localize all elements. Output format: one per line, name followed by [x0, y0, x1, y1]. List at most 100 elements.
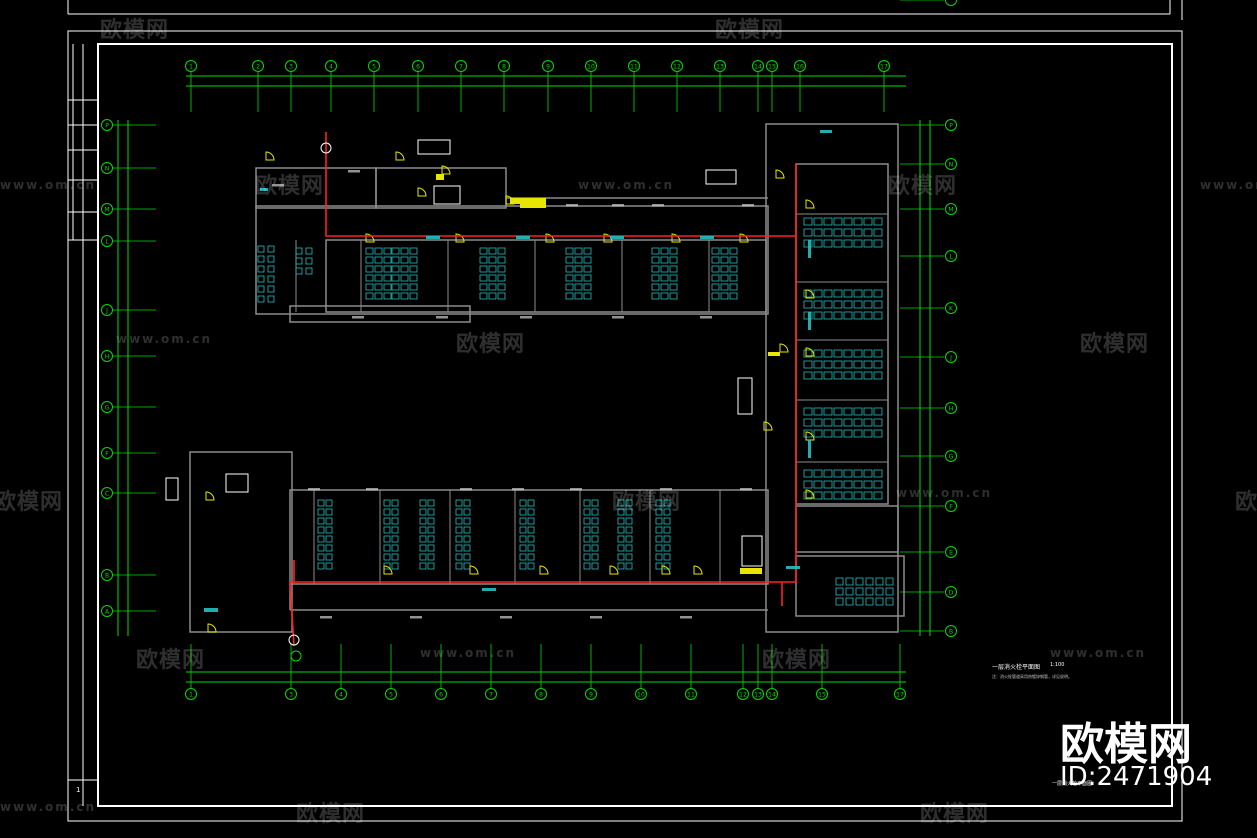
desk [391, 283, 400, 291]
window-code-mark [566, 204, 578, 207]
desk [583, 265, 592, 273]
building-walls [189, 123, 905, 633]
door-swing [763, 421, 773, 431]
desk [813, 239, 823, 248]
desk [565, 292, 574, 300]
axis-label: 14 [768, 692, 776, 699]
desk [873, 289, 883, 298]
desk [305, 257, 313, 265]
axis-bubble [752, 688, 764, 700]
drawing-frame [67, 0, 1183, 822]
desk [625, 553, 633, 561]
axis-bubble [101, 203, 113, 215]
desk [885, 577, 894, 586]
watermark-url: www.om.cn [896, 486, 993, 500]
axis-bubble [714, 60, 726, 72]
desk [863, 469, 873, 478]
desk [583, 256, 592, 264]
desk [729, 274, 738, 282]
desk [267, 275, 275, 283]
desk [660, 283, 669, 291]
desk [455, 562, 463, 570]
desk [833, 360, 843, 369]
axis-label: 10 [637, 692, 645, 699]
desk [669, 265, 678, 273]
desk [365, 265, 374, 273]
desk [317, 517, 325, 525]
desk [720, 274, 729, 282]
desk [400, 247, 409, 255]
desk [455, 553, 463, 561]
plan-annotation-text [204, 130, 832, 619]
door-swing [265, 151, 275, 161]
desk [669, 283, 678, 291]
desk [383, 526, 391, 534]
desk [835, 577, 844, 586]
room-partitions [295, 213, 888, 584]
desk [655, 562, 663, 570]
desk [873, 429, 883, 438]
desk [455, 508, 463, 516]
axis-bubble [285, 60, 297, 72]
desk [625, 499, 633, 507]
desk [479, 247, 488, 255]
desk [823, 300, 833, 309]
desk [317, 499, 325, 507]
door-panel [436, 174, 444, 180]
desk [463, 499, 471, 507]
desk [527, 535, 535, 543]
axis-bubble [542, 60, 554, 72]
window-code-mark [320, 616, 332, 619]
axis-grid-right: PNMLKJHGFEDBA [900, 0, 957, 637]
desk [803, 491, 813, 500]
desk [823, 228, 833, 237]
door-swing [661, 565, 671, 575]
desk [565, 247, 574, 255]
desk [823, 469, 833, 478]
desk [479, 256, 488, 264]
window-code-mark [460, 488, 472, 491]
axis-bubble [766, 60, 778, 72]
desk [875, 597, 884, 606]
desk [427, 544, 435, 552]
desk [663, 544, 671, 552]
desk [409, 292, 418, 300]
desk [813, 311, 823, 320]
axis-bubble [535, 688, 547, 700]
desk [419, 517, 427, 525]
desk [479, 292, 488, 300]
axis-bubble [894, 688, 906, 700]
desk [325, 517, 333, 525]
desk [655, 553, 663, 561]
desk [803, 480, 813, 489]
desk [383, 247, 392, 255]
watermark-brand: 欧模网 [296, 802, 366, 827]
desk [617, 499, 625, 507]
desk [488, 265, 497, 273]
desk [729, 283, 738, 291]
desk [325, 544, 333, 552]
desk [267, 285, 275, 293]
axis-label: 3 [289, 692, 293, 699]
desk [325, 535, 333, 543]
desk [625, 544, 633, 552]
desk [617, 553, 625, 561]
desk [833, 300, 843, 309]
desk [651, 247, 660, 255]
desk [663, 535, 671, 543]
desk [853, 311, 863, 320]
door-swing [805, 289, 815, 299]
axis-label: B [105, 573, 109, 580]
desk [325, 508, 333, 516]
drawing-title: 一层消火栓平面图 [992, 664, 1041, 671]
door-swing [805, 199, 815, 209]
desk [409, 265, 418, 273]
desk [833, 371, 843, 380]
desk [419, 499, 427, 507]
axis-bubble [101, 235, 113, 247]
desk [383, 553, 391, 561]
desk [823, 217, 833, 226]
axis-bubble [737, 688, 749, 700]
window-code-mark [612, 204, 624, 207]
desk [374, 274, 383, 282]
